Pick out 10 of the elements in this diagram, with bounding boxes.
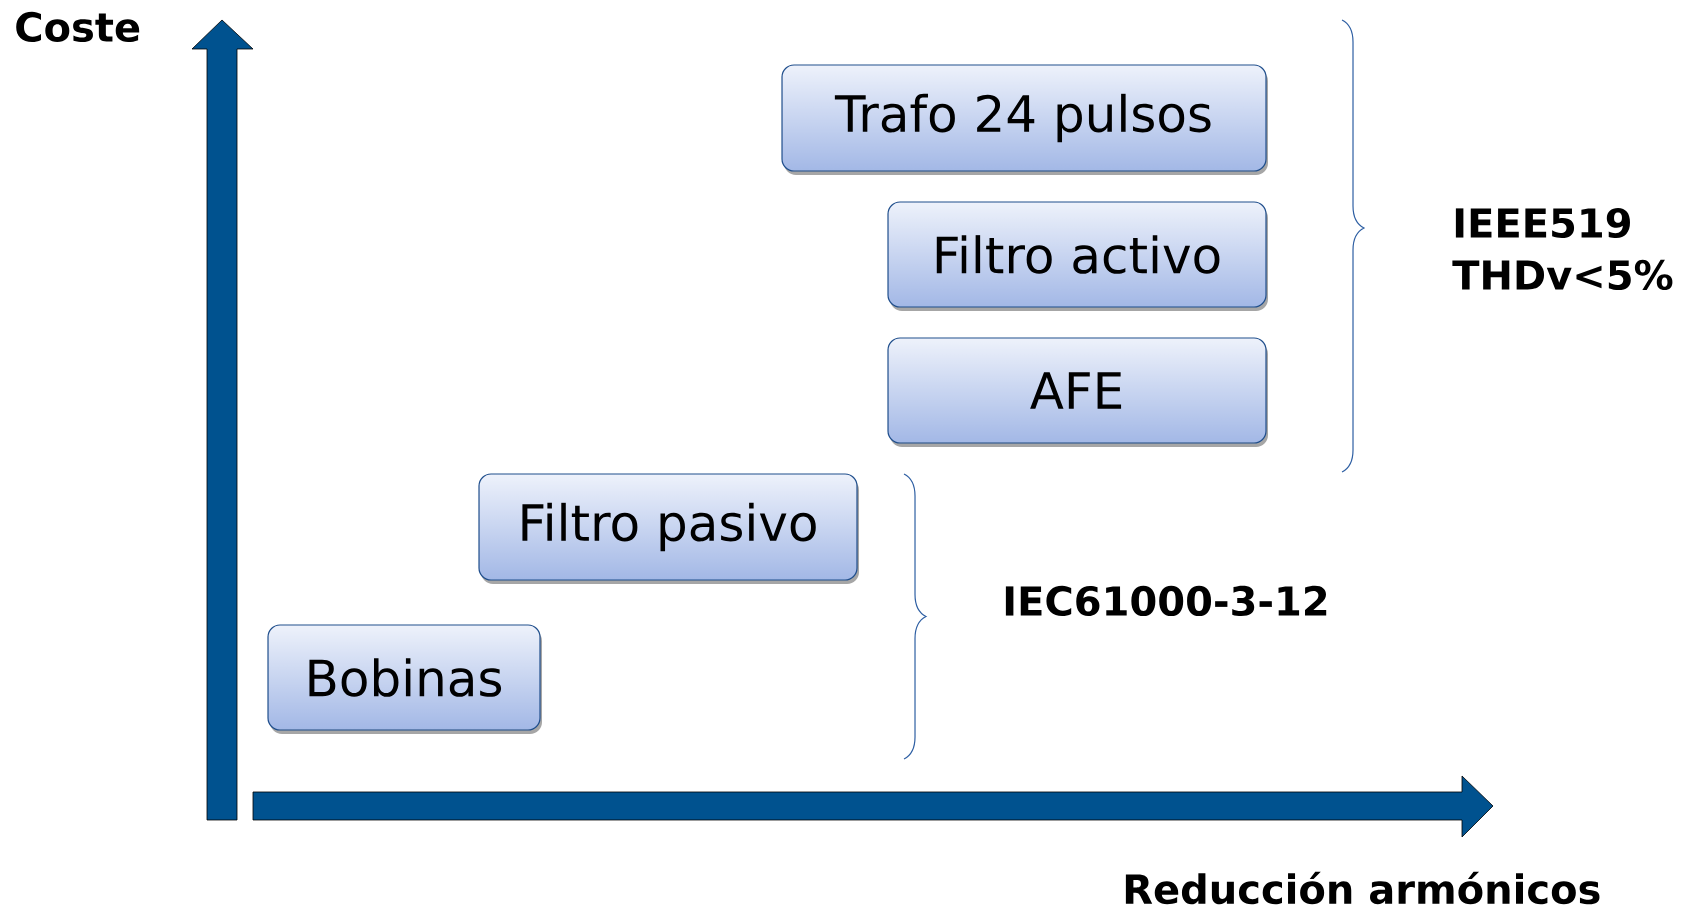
process-box: Bobinas — [267, 624, 542, 734]
standard-label: THDv<5% — [1452, 259, 1673, 291]
process-box: Filtro pasivo — [478, 473, 859, 584]
axis-label: Coste — [16, 11, 140, 43]
process-box: Filtro activo — [887, 201, 1268, 311]
axis-label: Reducción armónicos — [1125, 871, 1600, 905]
standard-label: IEEE519 — [1455, 207, 1630, 239]
process-box: Trafo 24 pulsos — [781, 64, 1268, 175]
process-box: AFE — [887, 337, 1268, 447]
standard-label: IEC61000-3-12 — [1005, 585, 1327, 617]
